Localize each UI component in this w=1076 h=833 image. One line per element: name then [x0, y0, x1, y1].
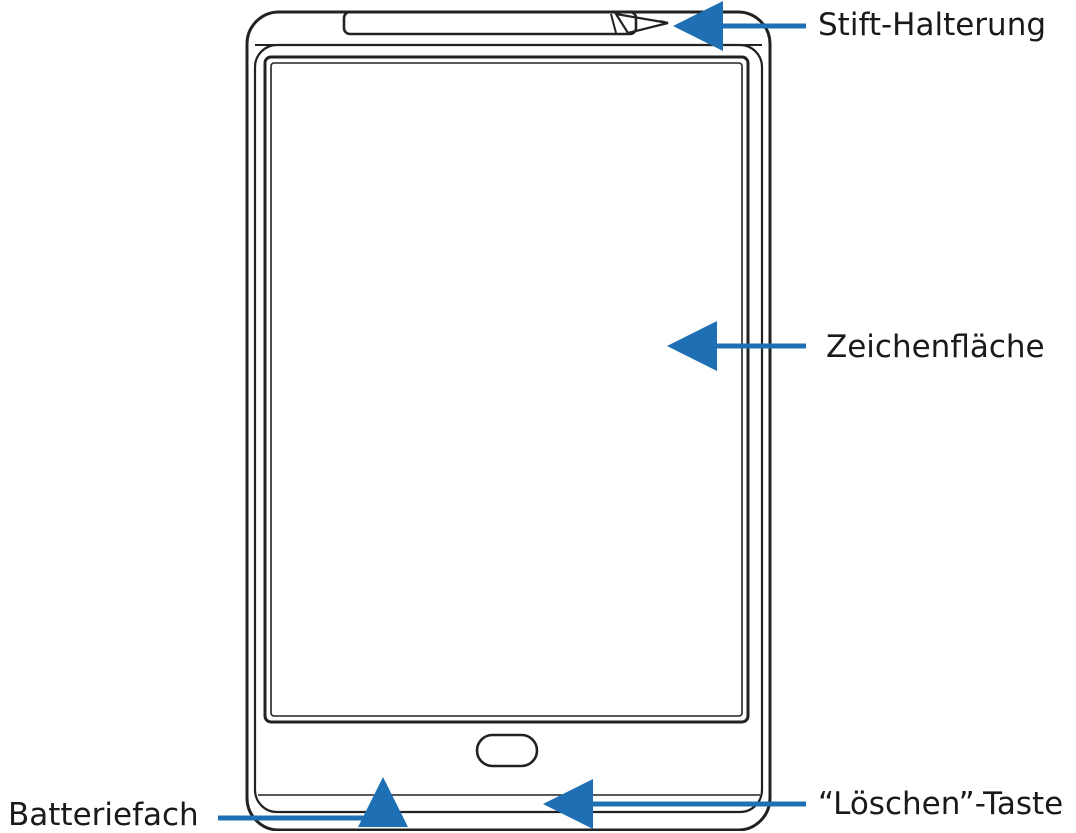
- arrow-battery: [218, 777, 408, 827]
- erase-icon: [475, 733, 539, 768]
- label-erase-button: “Löschen”-Taste: [818, 786, 1064, 822]
- callout-arrows: [218, 0, 806, 829]
- label-drawing-surface: Zeichenfläche: [826, 329, 1045, 365]
- pen-icon: [342, 10, 669, 36]
- label-pen-holder: Stift-Halterung: [818, 7, 1047, 43]
- tablet-inner-frame: [253, 43, 764, 814]
- tablet-outer-frame: [245, 10, 772, 831]
- drawing-surface: [263, 55, 750, 724]
- tablet-icon: [245, 10, 772, 831]
- label-battery-compartment: Batteriefach: [8, 797, 199, 833]
